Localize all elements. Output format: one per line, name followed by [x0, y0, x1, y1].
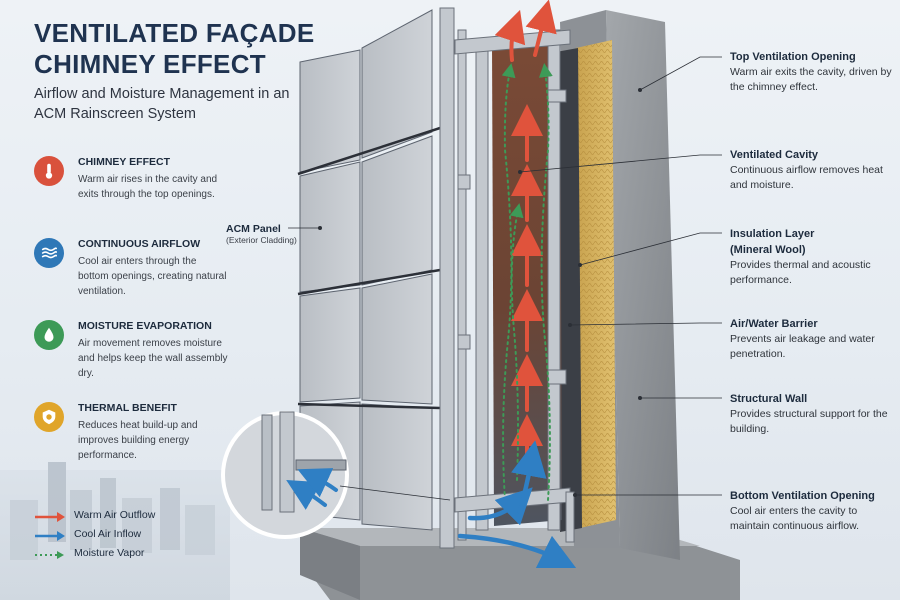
warm-arrow-icon	[35, 512, 65, 522]
callout-air-water-barrier: Air/Water Barrier Prevents air leakage a…	[730, 316, 895, 362]
legend-item-warm: Warm Air Outflow	[34, 508, 234, 527]
legend-item-moisture: Moisture Vapor	[34, 546, 234, 565]
legend-label: Warm Air Outflow	[74, 509, 156, 521]
acm-panel-title: ACM Panel	[226, 223, 281, 235]
moisture-arrow-icon	[35, 551, 64, 559]
title-line-2: CHIMNEY EFFECT	[34, 49, 266, 79]
city-skyline-background	[0, 462, 230, 600]
callout-bottom-ventilation-opening: Bottom Ventilation Opening Cool air ente…	[730, 488, 895, 534]
callout-ventilated-cavity: Ventilated Cavity Continuous airflow rem…	[730, 147, 895, 193]
callout-leader-lines	[288, 56, 722, 501]
thermometer-icon	[34, 156, 64, 186]
legend-item-cool: Cool Air Inflow	[34, 527, 234, 546]
callout-structural-wall: Structural Wall Provides structural supp…	[730, 391, 895, 437]
page-subtitle: Airflow and Moisture Management in an AC…	[34, 86, 290, 122]
callout-insulation-layer: Insulation Layer (Mineral Wool) Provides…	[730, 226, 895, 288]
water-drop-icon	[34, 320, 64, 350]
feature-title: MOISTURE EVAPORATION	[78, 320, 212, 332]
feature-title: CHIMNEY EFFECT	[78, 156, 170, 168]
shield-sun-icon	[34, 402, 64, 432]
insulation-layer	[576, 40, 616, 528]
callout-text: Warm air exits the cavity, driven by the…	[730, 66, 892, 93]
callout-dots	[318, 88, 642, 497]
moisture-vapor-paths	[501, 63, 553, 501]
acm-panel-subtitle: (Exterior Cladding)	[226, 235, 297, 245]
callout-text: Cool air enters the cavity to maintain c…	[730, 505, 859, 532]
feature-text: Warm air rises in the cavity and exits t…	[78, 174, 218, 200]
feature-text: Cool air enters through the bottom openi…	[78, 256, 227, 297]
callout-title: Top Ventilation Opening	[730, 51, 856, 63]
callout-text: Prevents air leakage and water penetrati…	[730, 333, 875, 360]
callout-title: Ventilated Cavity	[730, 149, 819, 161]
callout-title: Structural Wall	[730, 393, 808, 405]
cool-air-arrows	[457, 440, 577, 569]
legend-label: Cool Air Inflow	[74, 528, 142, 540]
title-line-1: VENTILATED FAÇADE	[34, 18, 315, 48]
acm-panel-label: ACM Panel (Exterior Cladding)	[226, 223, 316, 245]
feature-text: Air movement removes moisture and helps …	[78, 338, 228, 379]
callout-text: Provides structural support for the buil…	[730, 408, 888, 435]
callout-title: Insulation Layer (Mineral Wool)	[730, 228, 815, 256]
callout-text: Provides thermal and acoustic performanc…	[730, 259, 871, 286]
warm-air-arrows	[494, 0, 557, 472]
callout-top-ventilation-opening: Top Ventilation Opening Warm air exits t…	[730, 49, 895, 95]
callout-title: Bottom Ventilation Opening	[730, 490, 875, 502]
cool-arrow-icon	[35, 531, 65, 541]
subframe-rails	[439, 7, 575, 549]
feature-text: Reduces heat build-up and improves build…	[78, 420, 198, 461]
bottom-detail-inset	[221, 411, 349, 539]
page-title: VENTILATED FAÇADE CHIMNEY EFFECT	[34, 18, 334, 80]
callout-title: Air/Water Barrier	[730, 318, 818, 330]
callout-text: Continuous airflow removes heat and mois…	[730, 164, 883, 191]
legend-label: Moisture Vapor	[74, 547, 145, 559]
feature-title: CONTINUOUS AIRFLOW	[78, 238, 201, 250]
feature-title: THERMAL BENEFIT	[78, 402, 177, 414]
airflow-waves-icon	[34, 238, 64, 268]
air-water-barrier	[556, 48, 582, 532]
legend: Warm Air Outflow Cool Air Inflow Moistur…	[34, 508, 234, 565]
